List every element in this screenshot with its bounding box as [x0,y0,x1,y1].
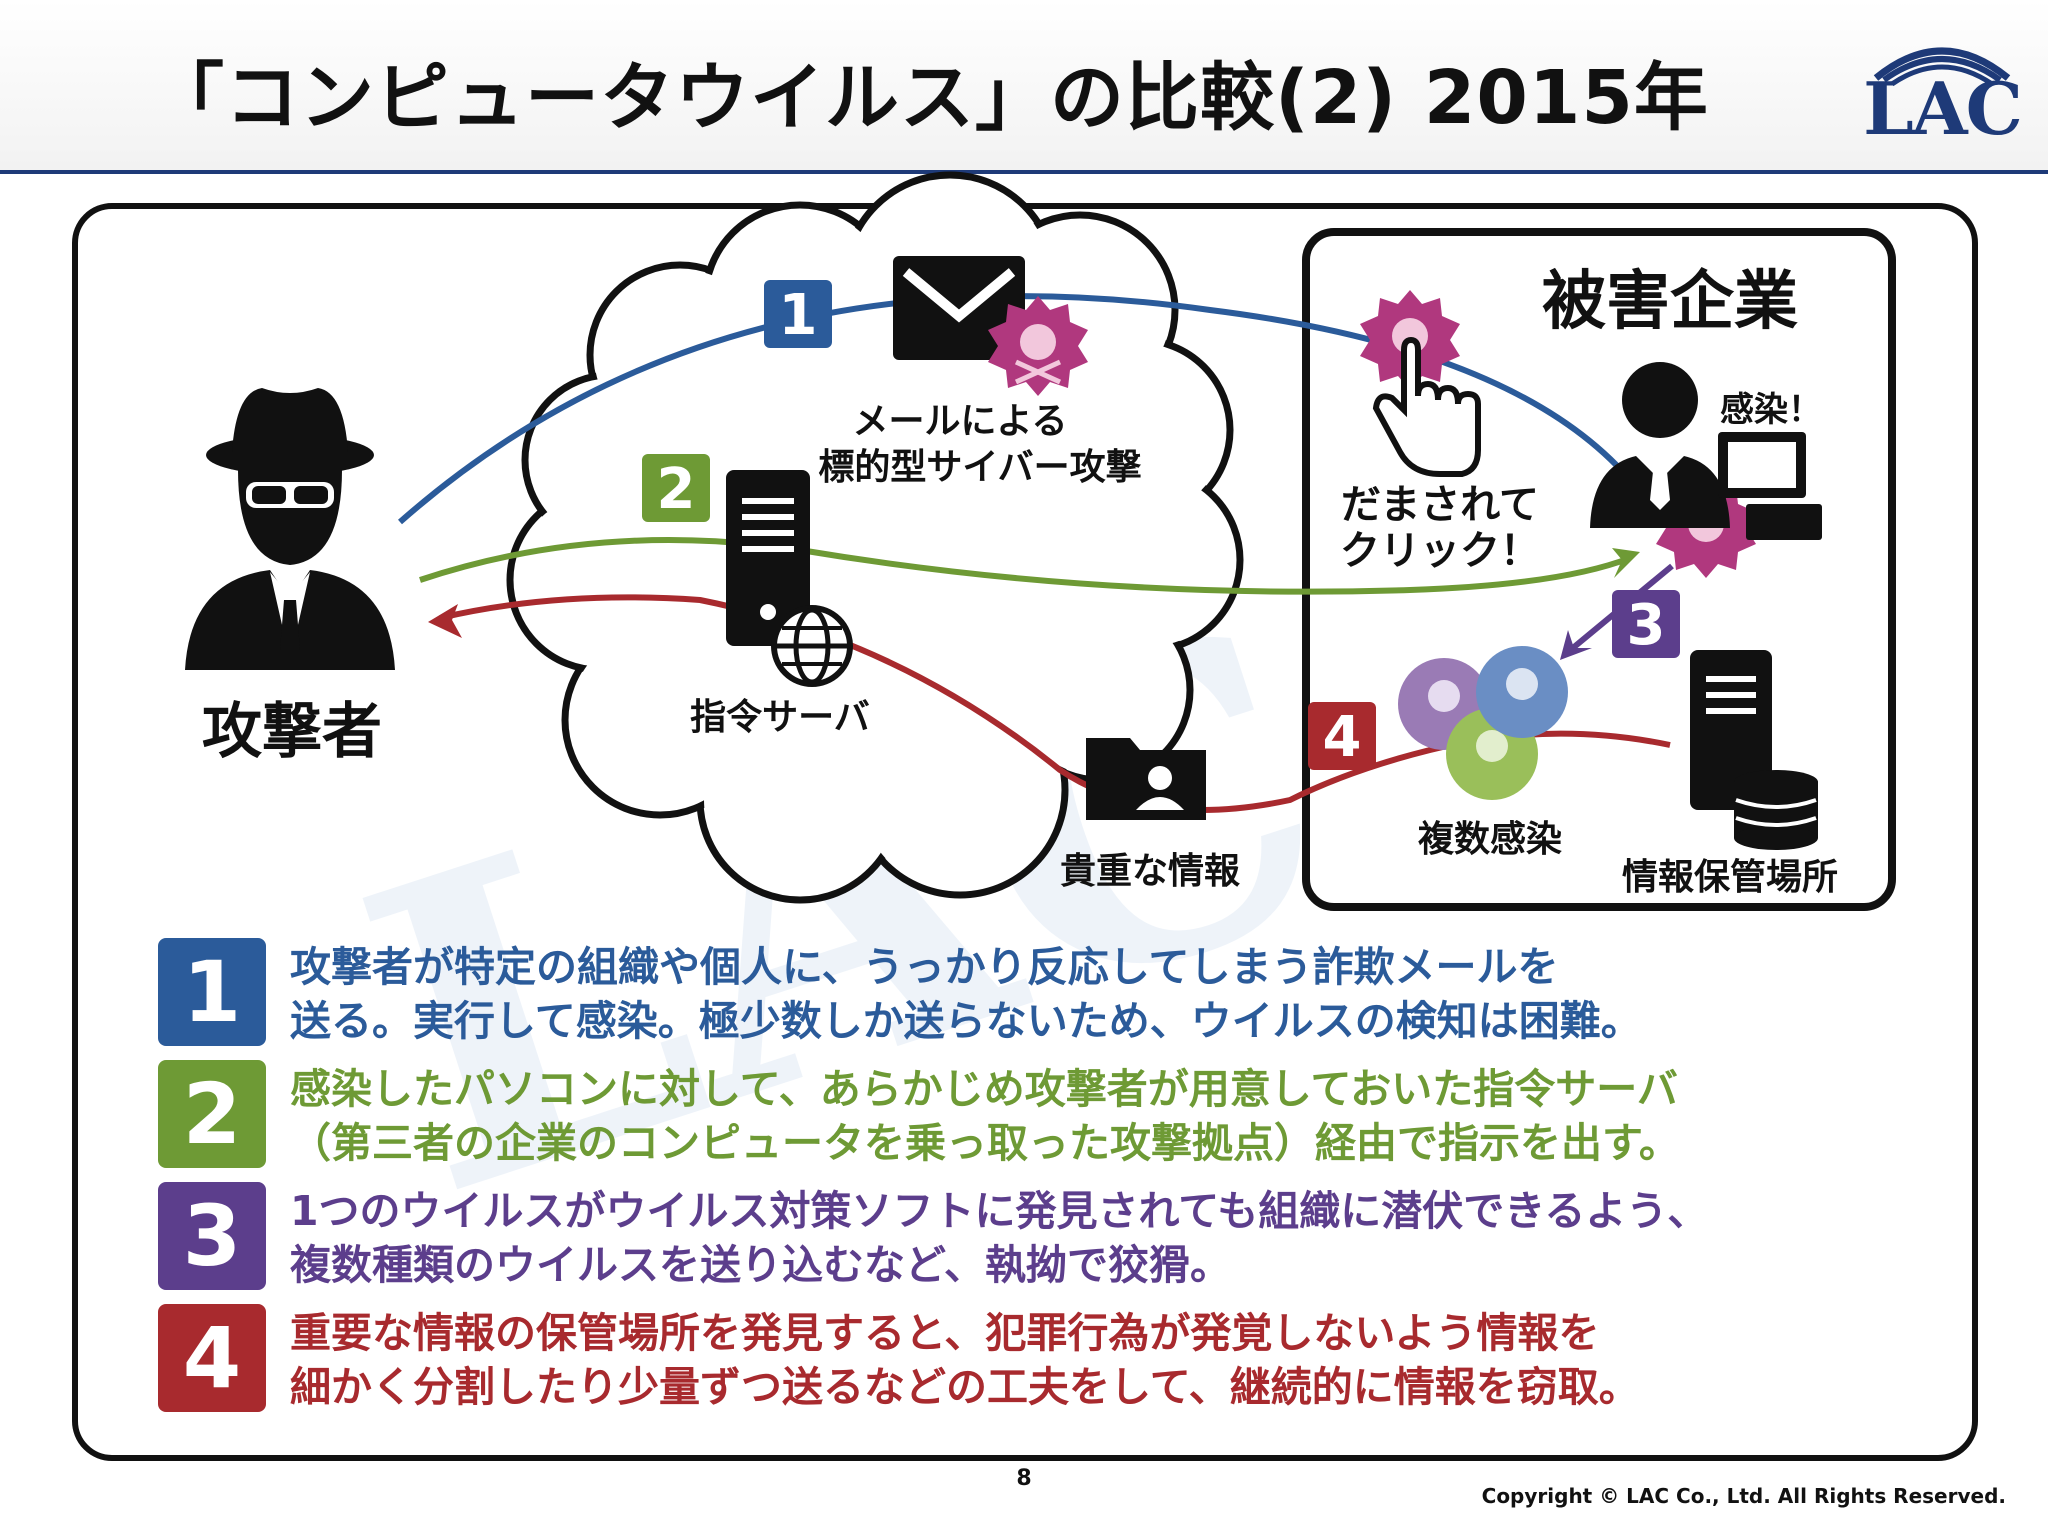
attacker-label: 攻撃者 [202,697,382,767]
victim-user-icon [1590,362,1730,528]
explanation-number-4: 4 [158,1304,266,1412]
slide-title: 「コンピュータウイルス」の比較(2) 2015年 [150,55,1709,141]
computer-icon [1718,432,1822,540]
explanation-2: 2 感染したパソコンに対して、あらかじめ攻撃者が用意しておいた指令サーバ （第三… [158,1060,1978,1168]
explanation-text-4: 重要な情報の保管場所を発見すると、犯罪行為が発覚しないよう情報を 細かく分割した… [290,1309,1640,1411]
logo-text: LAC [1863,66,2023,151]
explanation-3: 3 1つのウイルスがウイルス対策ソフトに発見されても組織に潜伏できるよう、 複数… [158,1182,1978,1290]
explanation-number-2: 2 [158,1060,266,1168]
mail-label-line2: 標的型サイバー攻撃 [818,447,1142,488]
victim-company-title: 被害企業 [1542,265,1798,339]
badge-4: 4 [1308,702,1376,770]
virus-icon [988,296,1088,396]
fooled-click-line1: だまされて [1341,482,1539,528]
multiple-infection-label: 複数感染 [1417,819,1562,860]
step1-arrow [398,293,1643,525]
svg-text:3: 3 [1627,593,1666,658]
badge-2: 2 [642,454,710,522]
explanation-number-1: 1 [158,938,266,1046]
slide-header: 「コンピュータウイルス」の比較(2) 2015年 LAC [0,0,2048,174]
copyright-notice: Copyright © LAC Co., Ltd. All Rights Res… [1481,1484,2006,1508]
valuable-info-label: 貴重な情報 [1059,851,1240,892]
explanation-number-3: 3 [158,1182,266,1290]
explanation-text-3: 1つのウイルスがウイルス対策ソフトに発見されても組織に潜伏できるよう、 複数種類… [290,1187,1709,1289]
svg-text:2: 2 [657,457,696,522]
database-icon [1734,770,1818,850]
svg-text:1: 1 [779,283,818,348]
globe-icon [771,605,853,687]
storage-location-label: 情報保管場所 [1621,857,1838,898]
fooled-click-line2: クリック！ [1340,528,1540,574]
logo-arc-icon [1873,47,2011,87]
svg-text:4: 4 [1323,705,1362,770]
multi-virus-blue-icon [1476,646,1568,738]
step2-arrow [419,537,1632,595]
valuable-info-icon [1086,738,1206,820]
lac-logo: LAC [1862,30,2023,151]
mail-label-line1: メールによる [852,401,1068,442]
badge-1: 1 [764,280,832,348]
page-number: 8 [1016,1466,1032,1491]
click-hand-icon [1372,336,1481,477]
storage-server-icon [1690,650,1772,810]
explanation-text-1: 攻撃者が特定の組織や個人に、うっかり反応してしまう詐欺メールを 送る。実行して感… [290,943,1642,1045]
badge-3: 3 [1612,590,1680,658]
attacker-icon [185,388,395,670]
explanation-4: 4 重要な情報の保管場所を発見すると、犯罪行為が発覚しないよう情報を 細かく分割… [158,1304,1978,1412]
cc-server-label: 指令サーバ [690,697,870,738]
cc-server-icon [726,470,810,646]
explanation-1: 1 攻撃者が特定の組織や個人に、うっかり反応してしまう詐欺メールを 送る。実行し… [158,938,1978,1046]
infected-label: 感染！ [1720,390,1822,430]
explanation-text-2: 感染したパソコンに対して、あらかじめ攻撃者が用意しておいた指令サーバ （第三者の… [290,1065,1680,1167]
